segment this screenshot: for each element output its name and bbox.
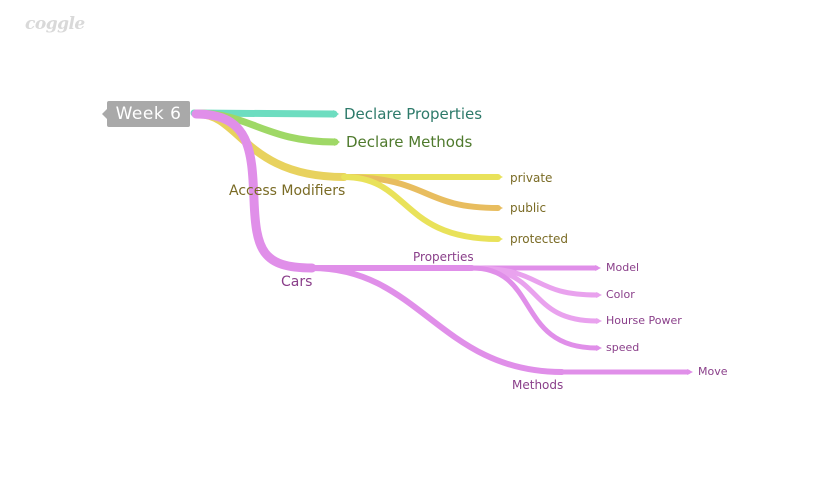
- branch-arrow: [595, 265, 601, 271]
- branch-methods: [309, 265, 565, 375]
- root-node-week-6[interactable]: Week 6: [102, 101, 190, 127]
- branch-arrow: [497, 174, 503, 180]
- branch-arrow: [596, 292, 602, 298]
- branch-arrow: [497, 205, 503, 211]
- node-horse-power[interactable]: Hourse Power: [606, 314, 682, 327]
- node-public[interactable]: public: [510, 201, 547, 215]
- node-declare-properties[interactable]: Declare Properties: [344, 105, 483, 123]
- node-protected[interactable]: protected: [510, 232, 569, 246]
- node-model[interactable]: Model: [606, 261, 640, 274]
- node-private[interactable]: private: [510, 171, 553, 185]
- node-color[interactable]: Color: [606, 288, 635, 301]
- branch-speed: [469, 265, 600, 351]
- branch-public: [341, 174, 501, 211]
- node-declare-methods[interactable]: Declare Methods: [346, 133, 473, 151]
- branch-arrow: [497, 236, 503, 242]
- branch-protected: [341, 174, 501, 242]
- branch-arrow: [687, 369, 693, 375]
- node-access-modifiers[interactable]: Access Modifiers: [229, 183, 346, 199]
- coggle-logo[interactable]: coggle: [25, 14, 85, 34]
- node-speed[interactable]: speed: [606, 341, 640, 354]
- branch-cars: [191, 109, 317, 273]
- node-methods[interactable]: Methods: [512, 378, 564, 392]
- branch-access-modifiers: [194, 110, 348, 181]
- node-move[interactable]: Move: [698, 365, 728, 378]
- node-cars[interactable]: Cars: [281, 274, 313, 290]
- node-properties[interactable]: Properties: [413, 250, 474, 264]
- branch-arrow: [334, 138, 340, 146]
- branch-arrow: [596, 318, 602, 324]
- branch-arrow: [333, 110, 339, 118]
- branch-arrow: [596, 345, 602, 351]
